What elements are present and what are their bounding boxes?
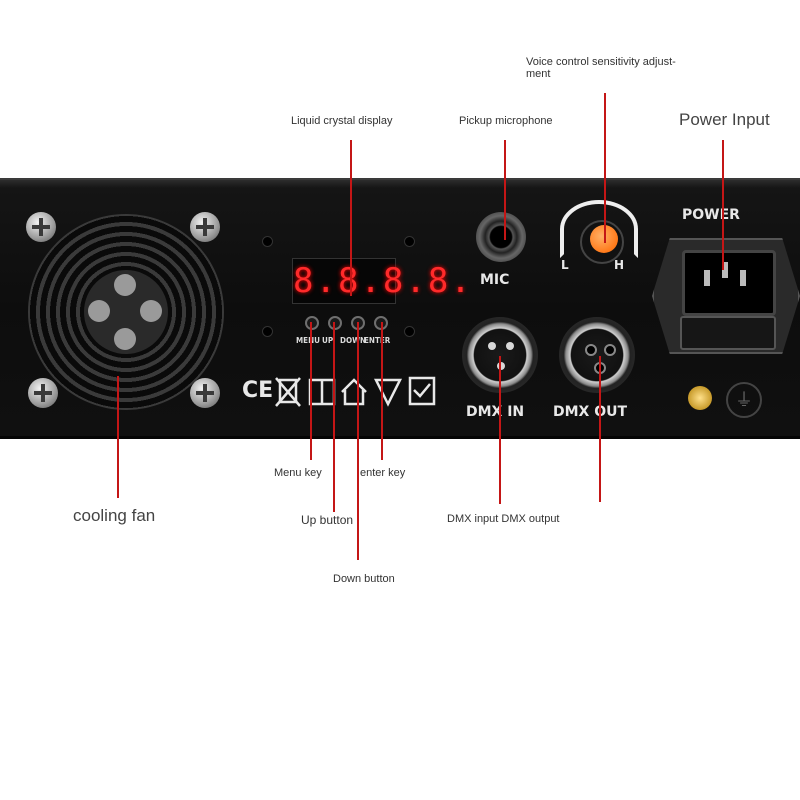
inlet-pin [722, 262, 728, 278]
leader-voice [604, 93, 606, 243]
callout-power: Power Input [679, 110, 770, 129]
indoor-use-icon [341, 378, 367, 406]
knob-scale [560, 200, 638, 258]
dmx-in-label: DMX IN [466, 404, 525, 420]
leader-enter [381, 322, 383, 460]
ground-terminal [688, 386, 712, 410]
fan-blade [140, 300, 162, 322]
callout-voice: Voice control sensitivity adjust- ment [526, 56, 676, 80]
leader-dmx-out [599, 356, 601, 502]
knob-high-label: H [614, 258, 625, 272]
power-label: POWER [682, 207, 740, 223]
dmx-out-label: DMX OUT [553, 404, 628, 420]
ce-mark: CE [242, 378, 274, 403]
mounting-hole [404, 326, 415, 337]
callout-up: Up button [301, 513, 354, 527]
certification-icons [275, 376, 436, 407]
callout-enter: enter key [360, 467, 406, 479]
xlr-socket [585, 344, 597, 356]
leader-power [722, 140, 724, 270]
mic-jack [476, 212, 526, 262]
power-inlet[interactable] [682, 250, 776, 316]
screw-icon [190, 378, 220, 408]
callout-mic: Pickup microphone [459, 115, 553, 127]
fan-blade [88, 300, 110, 322]
up-button[interactable] [328, 316, 342, 330]
fan-blade [114, 274, 136, 296]
xlr-pin [488, 342, 496, 350]
lcd-display: 8.8.8.8. [292, 258, 471, 304]
screw-icon [28, 378, 58, 408]
xlr-pin [506, 342, 514, 350]
screw-icon [190, 212, 220, 242]
mounting-hole [404, 236, 415, 247]
fuse-holder[interactable] [680, 316, 776, 350]
manual-icon [308, 378, 336, 406]
warning-icon [373, 378, 403, 407]
screw-icon [26, 212, 56, 242]
key-label-menu: MENU [296, 336, 320, 345]
key-label-enter: ENTER [364, 336, 391, 345]
leader-down [357, 322, 359, 560]
xlr-pin [497, 362, 505, 370]
callout-dmx: DMX input DMX output [447, 513, 560, 525]
callout-menu: Menu key [274, 467, 322, 479]
callout-lcd: Liquid crystal display [291, 115, 393, 127]
weee-bin-icon [275, 377, 301, 407]
check-mark-icon [408, 376, 436, 406]
leader-fan [117, 376, 119, 498]
key-label-down: DOWN [340, 336, 367, 345]
mounting-hole [262, 326, 273, 337]
knob-low-label: L [561, 258, 569, 272]
fan-blade [114, 328, 136, 350]
callout-down: Down button [333, 573, 395, 585]
inlet-pin [740, 270, 746, 286]
mounting-hole [262, 236, 273, 247]
xlr-socket [604, 344, 616, 356]
dmx-out-connector[interactable] [559, 317, 635, 393]
inlet-pin [704, 270, 710, 286]
leader-dmx-in [499, 356, 501, 504]
leader-mic [504, 140, 506, 240]
leader-lcd [350, 140, 352, 296]
ground-symbol-icon: ⏚ [726, 382, 762, 418]
menu-button[interactable] [305, 316, 319, 330]
leader-menu [310, 322, 312, 460]
key-label-up: UP [322, 336, 334, 345]
mic-label: MIC [480, 272, 510, 288]
callout-fan: cooling fan [73, 506, 156, 525]
leader-up [333, 322, 335, 512]
